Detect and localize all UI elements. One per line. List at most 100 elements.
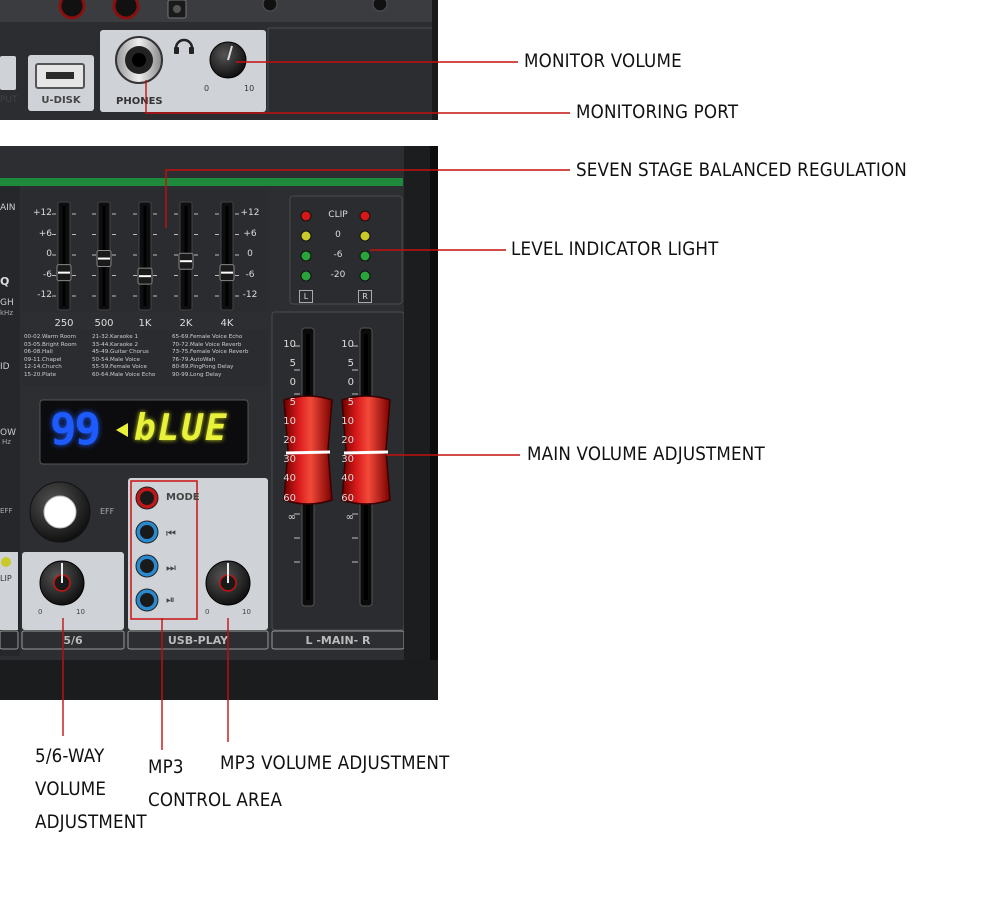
prev-icon: ⏮: [166, 528, 176, 540]
eq-freq-2k: 2K: [179, 318, 193, 329]
play-pause-icon: ⏯: [166, 594, 175, 606]
meter-led-right: [359, 210, 371, 222]
eq-db-left: +12 +6 0 -6 -12: [33, 208, 52, 300]
monitor-knob-max: 10: [244, 84, 255, 93]
meter-led-right: [359, 230, 371, 242]
label-seven-stage: SEVEN STAGE BALANCED REGULATION: [576, 159, 907, 181]
display-text: bLUE: [134, 408, 229, 449]
fader-scale-value: ∞: [287, 511, 296, 523]
fader-scale-value: 5: [347, 358, 354, 370]
eq-db-right: +12 +6 0 -6 -12: [240, 208, 260, 300]
fader-scale-value: 10: [341, 415, 354, 427]
label-main-volume: MAIN VOLUME ADJUSTMENT: [527, 443, 765, 465]
ch56-knob-min: 0: [38, 608, 43, 616]
mixer-panel: PUT U-DISK PHONES 0 10 AIN Q GH kHz ID H…: [0, 0, 438, 700]
led-display: [39, 399, 249, 465]
next-button-inner: [140, 559, 154, 573]
phones-label: PHONES: [116, 96, 163, 107]
eq-freq-4k: 4K: [220, 318, 234, 329]
ch56-label: 5/6: [63, 634, 83, 647]
usb-play-label: USB-PLAY: [167, 634, 229, 647]
monitor-knob-min: 0: [204, 84, 210, 93]
fader-scale-value: 30: [283, 454, 296, 466]
prev-button-inner: [140, 525, 154, 539]
main-fader-cap-left[interactable]: [283, 395, 333, 505]
eff-label: EFF: [100, 507, 115, 516]
fader-scale-value: 40: [283, 473, 296, 485]
meter-led-left: [300, 230, 312, 242]
meter-leds: [300, 210, 371, 282]
meter-led-right: [359, 250, 371, 262]
side-q: Q: [0, 275, 10, 288]
display-arrow-icon: [116, 423, 128, 437]
fader-scale-value: 60: [341, 492, 354, 504]
next-icon: ⏭: [166, 562, 176, 574]
fader-scale-right: 10 5 0 5 10 20 30 40 60 ∞: [334, 339, 354, 531]
fader-scale-value: ∞: [345, 511, 354, 523]
side-id: ID: [0, 362, 10, 372]
mode-button-inner: [140, 491, 154, 505]
fader-scale-value: 20: [341, 434, 354, 446]
side-ain: AIN: [0, 203, 16, 213]
label-mp3-control-line2: CONTROL AREA: [148, 789, 283, 811]
label-56-way-line1: 5/6-WAY: [35, 745, 105, 767]
fader-scale-value: 10: [283, 339, 296, 350]
usb-buttons: [135, 486, 159, 612]
eq-freq-1k: 1K: [138, 318, 152, 329]
meter-led-left: [300, 210, 312, 222]
eff-knob-cap[interactable]: [43, 495, 77, 529]
fader-scale-value: 20: [283, 434, 296, 446]
meter-led-left: [300, 270, 312, 282]
meter-r-label: R: [358, 290, 372, 303]
eq-freq-500: 500: [94, 318, 114, 329]
usb-knob-max: 10: [242, 608, 251, 616]
fader-scale-value: 5: [347, 396, 354, 408]
meter-led-right: [359, 270, 371, 282]
label-monitor-volume: MONITOR VOLUME: [524, 50, 682, 72]
green-strip: [0, 178, 403, 186]
label-mp3-volume: MP3 VOLUME ADJUSTMENT: [220, 752, 450, 774]
label-mp3-control-line1: MP3: [148, 756, 184, 778]
meter-labels: CLIP 0 -6 -20: [328, 210, 348, 280]
meter-l-label: L: [299, 290, 313, 303]
fader-scale-left: 10 5 0 5 10 20 30 40 60 ∞: [276, 339, 296, 531]
put-label: PUT: [0, 95, 18, 105]
main-fader-cap-mark: [285, 450, 331, 455]
side-eff: EFF: [0, 507, 13, 515]
fader-scale-value: 10: [283, 415, 296, 427]
udisk-label: U-DISK: [41, 95, 81, 106]
label-level-indicator: LEVEL INDICATOR LIGHT: [511, 238, 719, 260]
main-label: L -MAIN- R: [305, 634, 371, 647]
side-khz: kHz: [0, 309, 13, 317]
label-monitoring-port: MONITORING PORT: [576, 101, 739, 123]
fader-scale-value: 30: [341, 454, 354, 466]
fader-scale-value: 60: [283, 492, 296, 504]
side-ow: OW: [0, 428, 16, 438]
main-fader-cap-right[interactable]: [341, 395, 391, 505]
mixer-svg: [0, 0, 438, 700]
play-pause-button-inner: [140, 593, 154, 607]
eq-freq-250: 250: [54, 318, 74, 329]
label-56-way-line3: ADJUSTMENT: [35, 811, 147, 833]
fader-scale-value: 40: [341, 473, 354, 485]
fader-scale-value: 5: [289, 396, 296, 408]
side-lip: LIP: [0, 574, 12, 583]
mode-label: MODE: [166, 492, 200, 503]
side-gh: GH: [0, 298, 14, 308]
fader-scale-value: 0: [289, 377, 296, 389]
label-56-way-line2: VOLUME: [35, 778, 107, 800]
ch56-knob-max: 10: [76, 608, 85, 616]
fader-scale-value: 10: [341, 339, 354, 350]
fader-scale-value: 5: [289, 358, 296, 370]
side-hz: Hz: [2, 438, 11, 446]
usb-knob-min: 0: [205, 608, 210, 616]
main-fader-cap-mark: [343, 450, 389, 455]
meter-led-left: [300, 250, 312, 262]
main-faders: [283, 327, 391, 607]
display-number: 99: [50, 404, 101, 455]
fader-scale-value: 0: [347, 377, 354, 389]
